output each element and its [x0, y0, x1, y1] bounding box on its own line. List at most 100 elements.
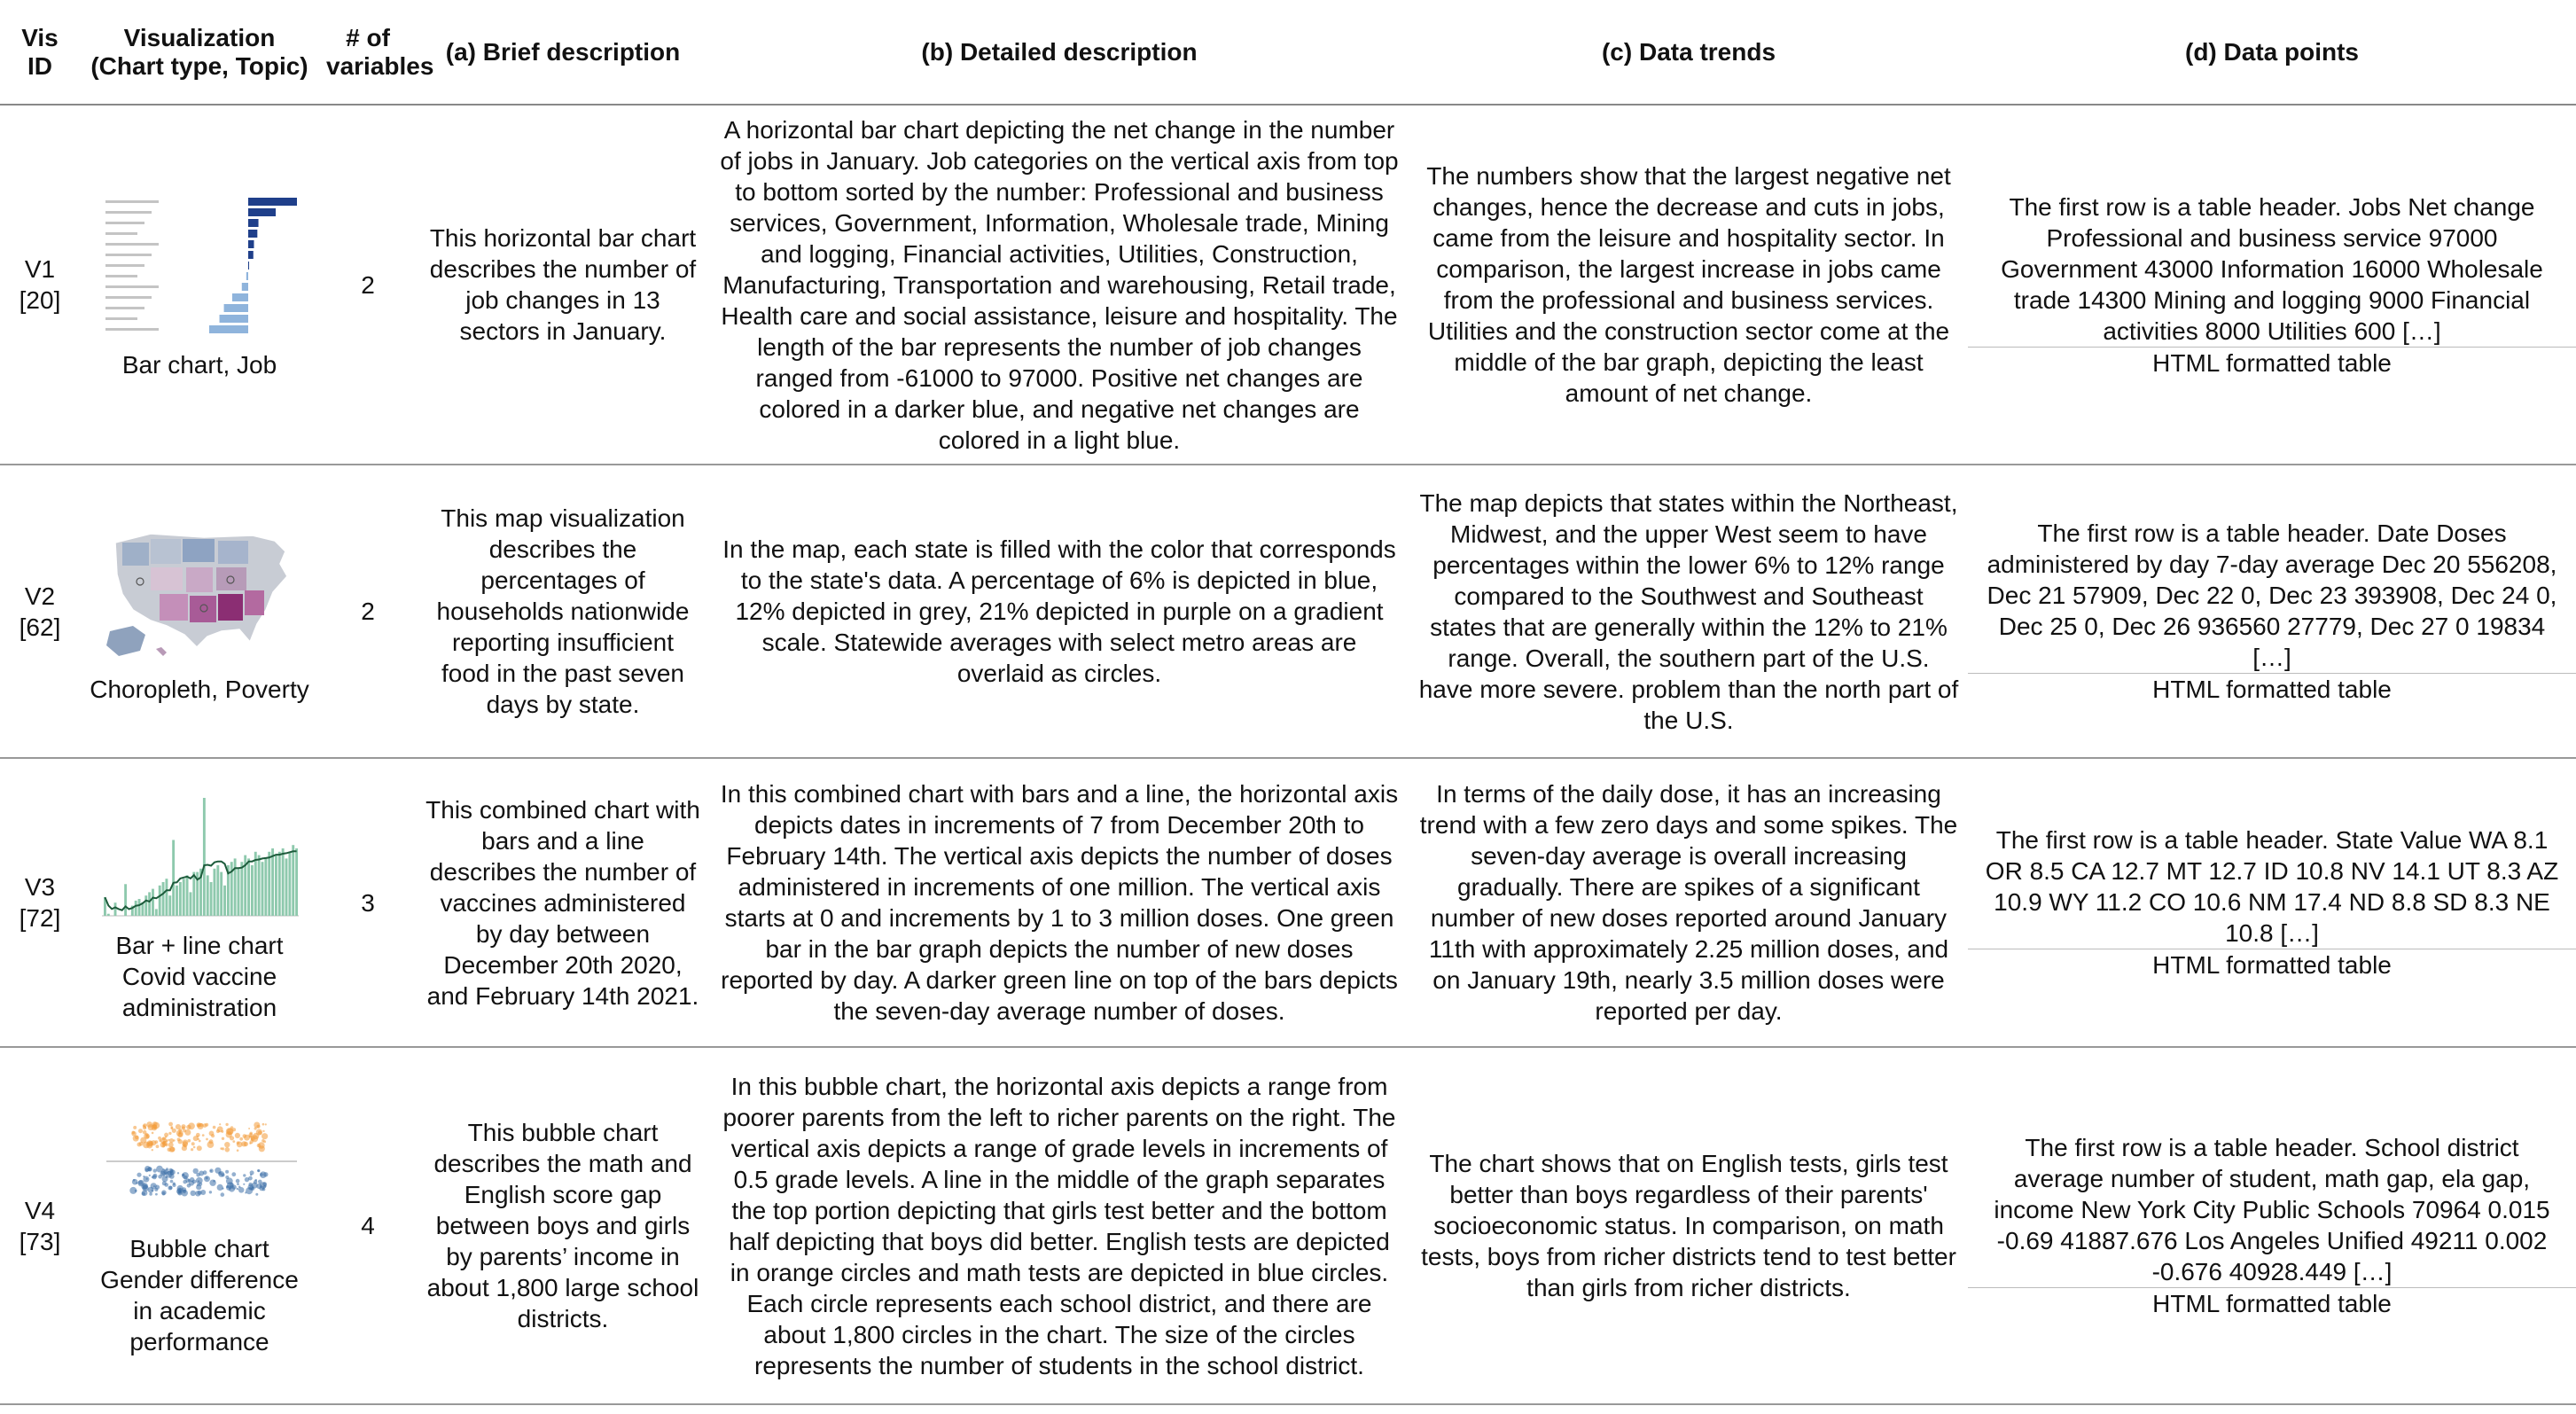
- visualization-label: Bar chart, Job: [121, 351, 277, 379]
- thumbnail-bar: [189, 891, 192, 916]
- visualization-label: Choropleth, Poverty: [90, 676, 309, 703]
- vis-id: V4 [73]: [0, 1047, 80, 1405]
- thumbnail-bar: [241, 283, 248, 291]
- thumbnail-bubble: [172, 1183, 176, 1187]
- thumbnail-bar: [152, 888, 154, 916]
- thumbnail-bubble: [238, 1185, 241, 1188]
- thumbnail-bubble: [176, 1171, 180, 1174]
- data-points-html: HTML formatted table: [2152, 348, 2392, 377]
- data-points-cell: The first row is a table header. School …: [1968, 1047, 2576, 1405]
- thumbnail-bubble: [181, 1144, 187, 1151]
- thumbnail-bubble: [158, 1136, 161, 1140]
- thumbnail-bar: [261, 861, 264, 916]
- brief-description: This horizontal bar chart describes the …: [417, 105, 709, 465]
- thumbnail-bar: [268, 851, 271, 916]
- thumbnail-bubble: [137, 1142, 142, 1146]
- thumbnail-bubble: [260, 1181, 267, 1189]
- metro-circle: [226, 575, 235, 584]
- thumbnail-bar: [230, 861, 233, 916]
- thumbnail-bubble: [262, 1132, 269, 1139]
- data-points-cell: The first row is a table header. Jobs Ne…: [1968, 105, 2576, 465]
- thumbnail-bar: [148, 891, 152, 916]
- thumbnail-bar: [113, 902, 117, 916]
- thumbnail-bubble: [191, 1147, 194, 1151]
- thumbnail-bar: [208, 325, 248, 333]
- thumbnail-bubble: [155, 1144, 160, 1148]
- header-row: Vis ID Visualization (Chart type, Topic)…: [0, 0, 2576, 105]
- thumbnail-bubble: [254, 1121, 261, 1128]
- thumbnail-bubbles: [129, 1121, 269, 1197]
- brief-description: This map visualization describes the per…: [417, 465, 709, 759]
- brief-description: This combined chart with bars and a line…: [417, 758, 709, 1048]
- thumbnail-bars: [208, 198, 297, 333]
- thumbnail-bubble: [221, 1146, 225, 1150]
- detailed-description: In the map, each state is filled with th…: [709, 465, 1409, 759]
- thumbnail-bubble: [195, 1132, 200, 1137]
- map-state-block: [151, 567, 183, 590]
- table-row: V3 [72] Bar + line chart Covid vaccine a…: [0, 758, 2576, 1048]
- data-trends: The numbers show that the largest negati…: [1409, 105, 1968, 465]
- visualization-cell: Bubble chart Gender difference in academ…: [80, 1047, 319, 1405]
- thumbnail-bubble: [177, 1131, 183, 1137]
- thumbnail-bubble: [202, 1122, 207, 1128]
- thumbnail-bubble: [175, 1123, 182, 1129]
- thumbnail-bar: [292, 844, 295, 916]
- thumbnail-bar: [281, 848, 285, 916]
- thumbnail-bubble: [251, 1186, 255, 1191]
- thumbnail-bar: [154, 908, 158, 916]
- thumbnail-bubble: [231, 1171, 237, 1176]
- map-state-block: [122, 543, 149, 566]
- thumbnail-bubble: [257, 1168, 260, 1172]
- thumbnail-bubble: [195, 1190, 201, 1196]
- thumbnail-bubble: [186, 1183, 191, 1188]
- thumbnail-bubble: [153, 1184, 155, 1187]
- thumbnail-bar: [248, 251, 254, 259]
- thumbnail-bubble: [234, 1132, 240, 1138]
- thumbnail-bubble: [192, 1145, 196, 1148]
- bar-chart-thumbnail: [105, 198, 297, 333]
- header-visualization: Visualization (Chart type, Topic): [80, 0, 319, 105]
- thumbnail-bubble: [165, 1135, 168, 1138]
- thumbnail-bubble: [243, 1173, 246, 1177]
- thumbnail-bubble: [220, 1191, 225, 1197]
- thumbnail-bar: [244, 855, 247, 916]
- table-row: V1 [20] Bar chart, Job 2 This horizontal…: [0, 105, 2576, 465]
- thumbnail-bar: [226, 864, 230, 916]
- num-variables: 4: [319, 1047, 417, 1405]
- data-points-text: The first row is a table header. Jobs Ne…: [1968, 191, 2576, 348]
- thumbnail-bar: [202, 797, 206, 916]
- thumbnail-bar: [137, 898, 141, 916]
- thumbnail-bar: [250, 864, 254, 916]
- thumbnail-bubble: [236, 1141, 243, 1147]
- thumbnail-bubble: [183, 1129, 187, 1132]
- thumbnail-bubble: [249, 1169, 254, 1175]
- metro-circle: [199, 604, 208, 613]
- thumbnail-bar: [130, 905, 134, 916]
- thumbnail-bar: [176, 885, 178, 916]
- vis-id: V2 [62]: [0, 465, 80, 759]
- thumbnail-bubble: [262, 1187, 266, 1191]
- thumbnail-bubble: [225, 1122, 229, 1126]
- thumbnail-bubble: [187, 1138, 191, 1142]
- thumbnail-bubble: [146, 1121, 153, 1128]
- thumbnail-bar: [277, 851, 281, 916]
- thumbnail-bubble: [190, 1190, 196, 1196]
- thumbnail-bubble: [225, 1176, 233, 1184]
- thumbnail-category-label: [105, 264, 144, 267]
- thumbnail-bubble: [156, 1165, 163, 1172]
- thumbnail-bubble: [224, 1146, 230, 1152]
- thumbnail-bubble: [168, 1121, 173, 1126]
- thumbnail-bubble: [253, 1179, 258, 1184]
- thumbnail-bubble: [144, 1132, 150, 1139]
- thumbnail-bubble: [209, 1168, 214, 1173]
- thumbnail-bubble: [169, 1179, 174, 1183]
- thumbnail-category-labels: [105, 200, 159, 331]
- thumbnail-bubble: [129, 1186, 137, 1194]
- thumbnail-bar: [206, 874, 209, 916]
- thumbnail-bubble: [244, 1176, 250, 1182]
- thumbnail-bubble: [245, 1191, 247, 1193]
- thumbnail-bubble: [161, 1191, 166, 1195]
- detailed-description: In this combined chart with bars and a l…: [709, 758, 1409, 1048]
- thumbnail-bubble: [137, 1179, 144, 1185]
- thumbnail-bubble: [184, 1129, 191, 1136]
